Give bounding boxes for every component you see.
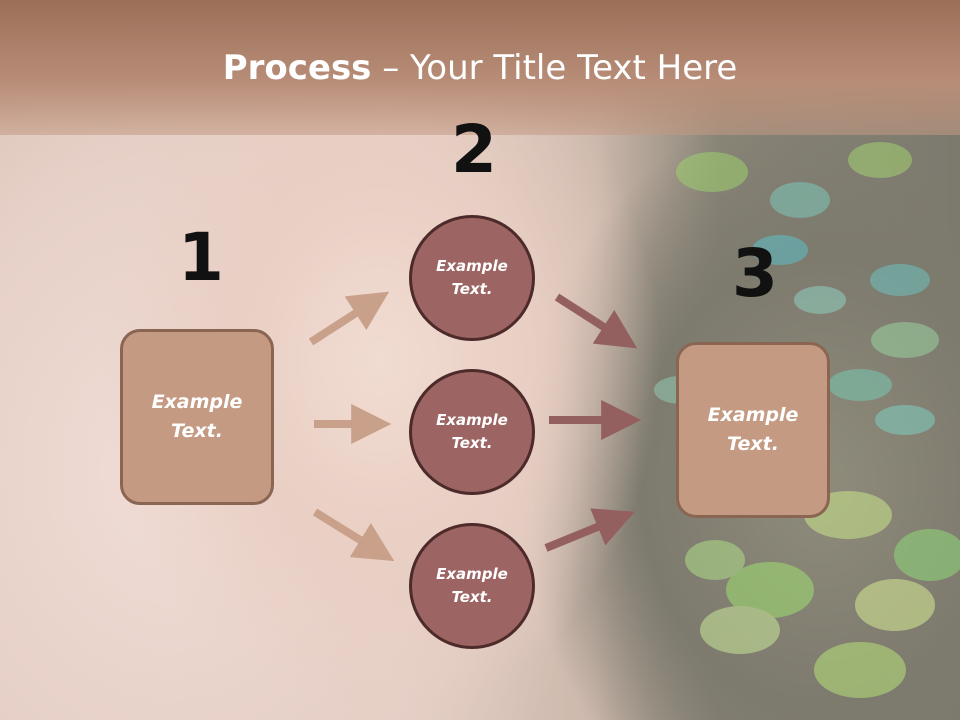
title-bold: Process <box>222 48 372 88</box>
title-rest: – Your Title Text Here <box>371 48 738 88</box>
circle-bottom-text: Example Text. <box>436 565 508 606</box>
circle-middle-text: Example Text. <box>436 411 508 452</box>
step-number-1: 1 <box>178 219 224 296</box>
step-1-text: Example Text. <box>151 391 243 442</box>
circle-middle: Example Text. <box>409 369 535 495</box>
circle-bottom: Example Text. <box>409 523 535 649</box>
step-3-text: Example Text. <box>707 404 799 455</box>
circle-top-text: Example Text. <box>436 257 508 298</box>
arrow-1-to-top <box>308 291 390 346</box>
arrow-1-to-bottom <box>312 508 395 562</box>
step-1-box: Example Text. <box>120 329 274 505</box>
title-band <box>0 0 960 135</box>
step-number-2: 2 <box>451 111 497 188</box>
arrow-bottom-to-3 <box>544 508 635 552</box>
step-number-3: 3 <box>732 235 778 312</box>
circle-top: Example Text. <box>409 215 535 341</box>
slide-title: Process – Your Title Text Here <box>0 48 960 88</box>
arrow-top-to-3 <box>554 293 638 349</box>
step-3-box: Example Text. <box>676 342 830 518</box>
